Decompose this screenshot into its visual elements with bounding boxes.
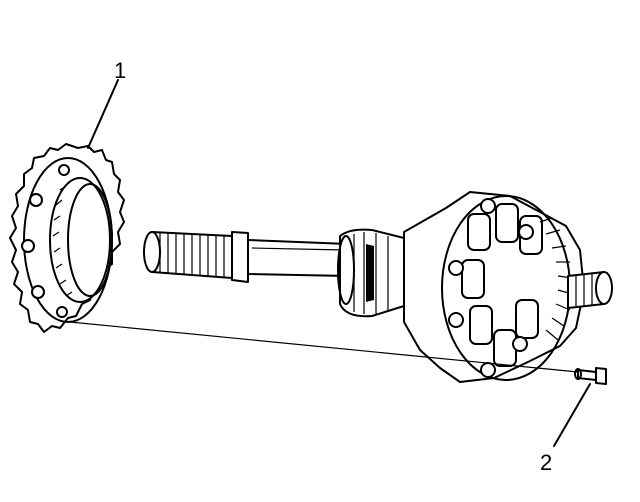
callout-label-1: 1 xyxy=(114,58,126,83)
sprocket xyxy=(9,143,125,333)
alignment-line xyxy=(69,321,579,373)
callout-label-2: 2 xyxy=(540,450,552,475)
differential-housing xyxy=(403,191,613,383)
bearing xyxy=(337,228,405,318)
leader-line-1 xyxy=(87,79,119,149)
bolt xyxy=(574,367,607,385)
leader-line-2 xyxy=(553,383,591,447)
shaft xyxy=(143,231,349,283)
